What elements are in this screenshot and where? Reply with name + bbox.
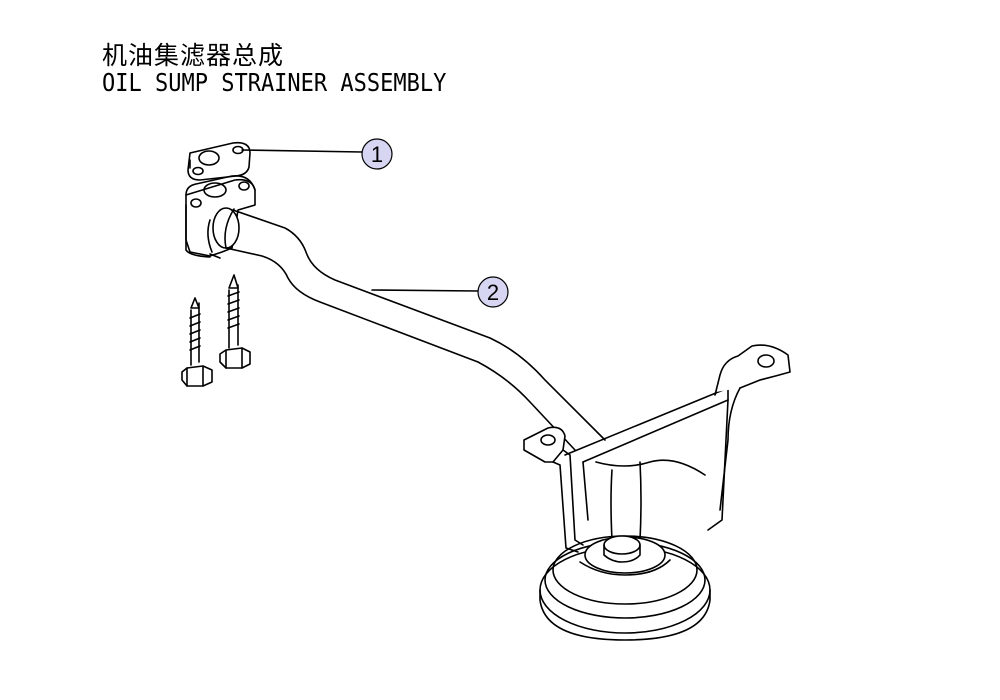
callout-1-number: 1 xyxy=(371,142,383,167)
leader-line-1 xyxy=(241,149,363,153)
leader-line-2 xyxy=(371,289,479,292)
bolt-left xyxy=(181,297,213,387)
bolt-right xyxy=(219,274,251,369)
support-bracket xyxy=(523,344,791,553)
suction-pipe xyxy=(224,208,606,451)
gasket-part xyxy=(187,141,251,181)
strainer-bowl xyxy=(539,535,711,641)
callout-2-number: 2 xyxy=(487,280,499,305)
title-chinese: 机油集滤器总成 xyxy=(102,41,285,70)
callout-1: 1 xyxy=(361,138,393,170)
title-english: OIL SUMP STRAINER ASSEMBLY xyxy=(102,68,447,97)
callout-2: 2 xyxy=(477,276,509,308)
pipe-flange xyxy=(185,174,256,259)
